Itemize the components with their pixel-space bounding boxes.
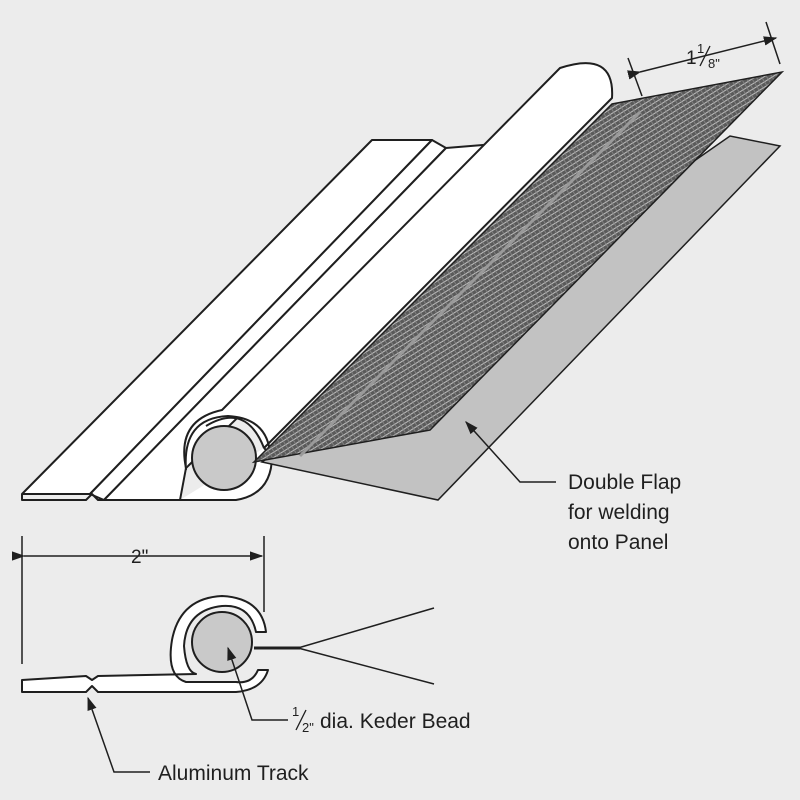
track-3d-body xyxy=(21,62,614,501)
double-flap-label-line2: for welding xyxy=(568,501,670,524)
keder-bead-section xyxy=(191,611,253,673)
double-flap-label-line3: onto Panel xyxy=(568,531,668,554)
track-width-label: 2" xyxy=(131,547,148,568)
cross-section-flaps xyxy=(254,607,435,685)
keder-bead-label: dia. Keder Bead xyxy=(320,710,471,733)
channel-lip-3d xyxy=(184,414,271,471)
track-width-dimension xyxy=(11,536,265,664)
flap-width-dimension xyxy=(627,21,781,97)
flap-width-fraction-bar xyxy=(699,45,711,67)
keder-bead-leader xyxy=(227,646,288,721)
woven-flap-fold xyxy=(298,110,642,458)
aluminum-track-label: Aluminum Track xyxy=(158,762,309,785)
bead-dia-fraction-bar xyxy=(295,709,307,731)
track-cross-section xyxy=(21,595,269,693)
bead-channel-tube xyxy=(183,62,614,469)
flap-width-denominator: 8" xyxy=(708,56,720,71)
double-flap-label-line1: Double Flap xyxy=(568,471,681,494)
flap-width-whole: 1 xyxy=(686,48,697,69)
track-front-edge xyxy=(21,493,180,501)
bead-dia-numerator: 1 xyxy=(292,704,299,719)
woven-flap xyxy=(251,70,785,464)
aluminum-track-leader xyxy=(87,696,150,773)
cross-section-profile xyxy=(21,595,269,693)
bead-dia-denominator: 2" xyxy=(302,720,314,735)
keder-bead-3d xyxy=(191,425,257,491)
double-flap-callout xyxy=(465,420,556,483)
flap-width-numerator: 1 xyxy=(697,41,704,56)
